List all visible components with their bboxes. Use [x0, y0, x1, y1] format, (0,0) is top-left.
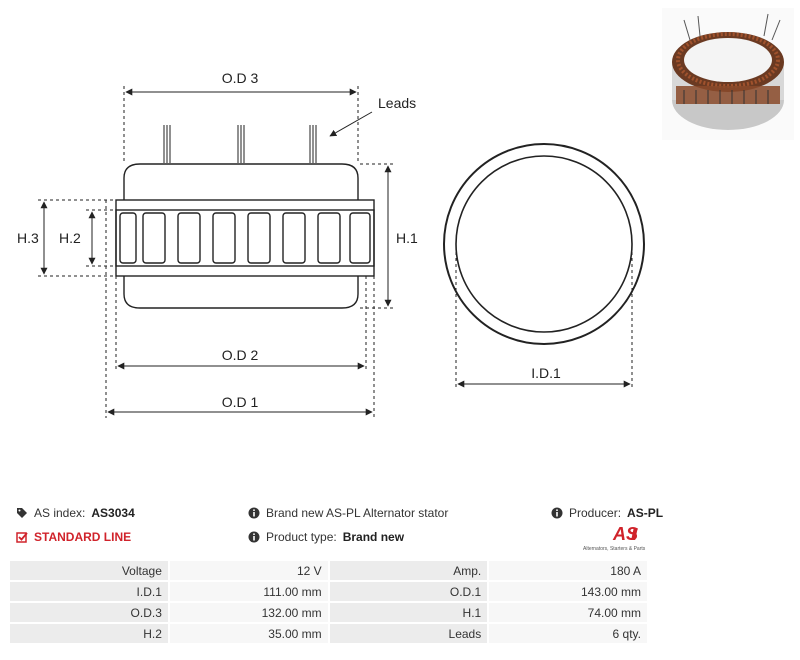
tag-icon	[17, 508, 27, 518]
as-index-row: AS index: AS3034	[16, 506, 135, 520]
stator-front-view	[443, 143, 645, 390]
label-h3: H.3	[17, 230, 39, 246]
info-icon	[248, 531, 260, 543]
lead-wires	[163, 125, 317, 163]
label-od1: O.D 1	[222, 394, 259, 410]
info-icon	[551, 507, 563, 519]
spec-label: O.D.1	[329, 582, 488, 601]
spec-label: Voltage	[10, 561, 168, 580]
label-h1: H.1	[396, 230, 418, 246]
description-row: Brand new AS-PL Alternator stator	[248, 506, 448, 520]
checkbox-icon	[16, 532, 28, 543]
as-pl-logo: AS Alternators, Starters & Parts	[583, 524, 646, 552]
label-h2: H.2	[59, 230, 81, 246]
product-type-label: Product type:	[266, 530, 337, 544]
spec-label: H.2	[10, 624, 168, 643]
line-row: STANDARD LINE	[16, 530, 131, 544]
spec-value: 132.00 mm	[169, 603, 328, 622]
core-slots	[119, 212, 371, 264]
dimension-lines	[38, 86, 396, 418]
spec-label: O.D.3	[10, 603, 168, 622]
spec-label: I.D.1	[10, 582, 168, 601]
label-od3: O.D 3	[222, 70, 259, 86]
spec-label: Amp.	[329, 561, 488, 580]
spec-label: Leads	[329, 624, 488, 643]
label-od2: O.D 2	[222, 347, 259, 363]
info-icon	[248, 507, 260, 519]
svg-text:Alternators, Starters & Parts: Alternators, Starters & Parts	[583, 546, 646, 552]
producer-row: Producer: AS-PL	[551, 506, 663, 520]
producer-value: AS-PL	[627, 506, 664, 520]
producer-label: Producer:	[569, 506, 622, 520]
label-leads: Leads	[378, 95, 416, 111]
product-photo	[662, 8, 794, 140]
label-id1: I.D.1	[531, 365, 561, 381]
description-text: Brand new AS-PL Alternator stator	[266, 506, 449, 520]
stator-side-view	[115, 125, 375, 309]
spec-value: 143.00 mm	[489, 582, 647, 601]
spec-value: 6 qty.	[489, 624, 647, 643]
product-type-row: Product type: Brand new	[248, 530, 404, 544]
product-type-value: Brand new	[342, 530, 405, 544]
spec-value: 111.00 mm	[169, 582, 328, 601]
spec-value: 74.00 mm	[489, 603, 647, 622]
as-index-label: AS index:	[34, 506, 86, 520]
spec-value: 12 V	[169, 561, 328, 580]
as-index-value: AS3034	[91, 506, 135, 520]
standard-line-label: STANDARD LINE	[34, 530, 132, 544]
spec-value: 180 A	[489, 561, 647, 580]
spec-label: H.1	[329, 603, 488, 622]
spec-value: 35.00 mm	[169, 624, 328, 643]
